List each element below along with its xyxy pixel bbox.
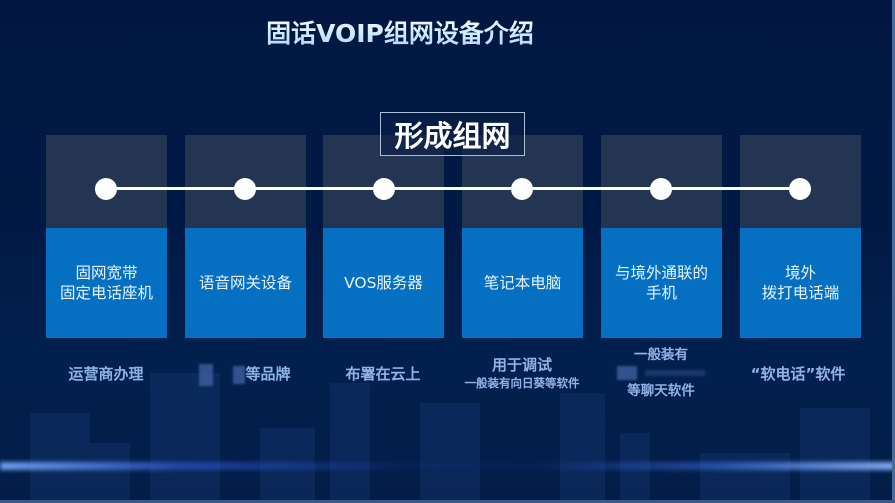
timeline-node-icon xyxy=(511,178,533,200)
card-label-line1: 与境外通联的 xyxy=(614,264,708,282)
card-label-line1: VOS服务器 xyxy=(344,274,423,292)
frame-border-right xyxy=(892,0,895,503)
note-text-small: 一般装有向日葵等软件 xyxy=(464,376,580,390)
note-phone: 一般装有 等聊天软件 xyxy=(581,346,741,400)
note-text: “软电话”软件 xyxy=(750,365,846,383)
note-voice-gateway: 等品牌 xyxy=(165,363,325,386)
device-card-voice-gateway: 语音网关设备 xyxy=(185,135,306,338)
timeline-node-icon xyxy=(95,178,117,200)
card-label-line2: 手机 xyxy=(645,284,677,302)
card-label: 固网宽带 固定电话座机 xyxy=(46,228,167,338)
redacted-line xyxy=(581,364,741,382)
page-title: 固话VOIP组网设备介绍 xyxy=(0,14,800,50)
card-label: 与境外通联的 手机 xyxy=(601,228,722,338)
timeline-connector xyxy=(106,187,800,190)
note-landline: 运营商办理 xyxy=(26,363,186,384)
light-streak-decoration xyxy=(0,462,895,470)
note-laptop: 用于调试 一般装有向日葵等软件 xyxy=(442,354,602,391)
note-text: 等品牌 xyxy=(245,365,291,383)
card-label-line1: 境外 xyxy=(784,264,816,282)
note-text: 一般装有 xyxy=(634,347,688,363)
section-heading: 形成组网 xyxy=(380,112,525,156)
card-label-line2: 固定电话座机 xyxy=(59,284,153,302)
card-label: 笔记本电脑 xyxy=(462,228,583,338)
redacted-block xyxy=(645,370,705,376)
note-text: 用于调试 xyxy=(491,356,552,374)
card-label-line1: 笔记本电脑 xyxy=(483,274,562,292)
redacted-block xyxy=(233,365,246,384)
device-card-vos-server: VOS服务器 xyxy=(323,135,444,338)
device-card-laptop: 笔记本电脑 xyxy=(462,135,583,338)
note-text: 布署在云上 xyxy=(345,365,421,383)
frame-border-bottom xyxy=(0,500,895,503)
timeline-node-icon xyxy=(650,178,672,200)
section-heading-text: 形成组网 xyxy=(394,119,511,153)
card-label: 境外 拨打电话端 xyxy=(740,228,861,338)
redacted-block xyxy=(617,366,637,380)
card-label: VOS服务器 xyxy=(323,228,444,338)
redacted-block xyxy=(199,363,214,386)
note-vos-server: 布署在云上 xyxy=(303,363,463,384)
device-card-overseas-caller: 境外 拨打电话端 xyxy=(740,135,861,338)
note-text: 等聊天软件 xyxy=(627,383,695,399)
card-label-line1: 语音网关设备 xyxy=(198,274,292,292)
card-label: 语音网关设备 xyxy=(185,228,306,338)
timeline-node-icon xyxy=(789,178,811,200)
device-card-landline: 固网宽带 固定电话座机 xyxy=(46,135,167,338)
card-label-line2: 拨打电话端 xyxy=(761,284,840,302)
timeline-node-icon xyxy=(373,178,395,200)
device-card-phone: 与境外通联的 手机 xyxy=(601,135,722,338)
note-overseas-caller: “软电话”软件 xyxy=(718,363,878,384)
timeline-node-icon xyxy=(234,178,256,200)
note-text: 运营商办理 xyxy=(68,365,144,383)
card-label-line1: 固网宽带 xyxy=(75,264,138,282)
